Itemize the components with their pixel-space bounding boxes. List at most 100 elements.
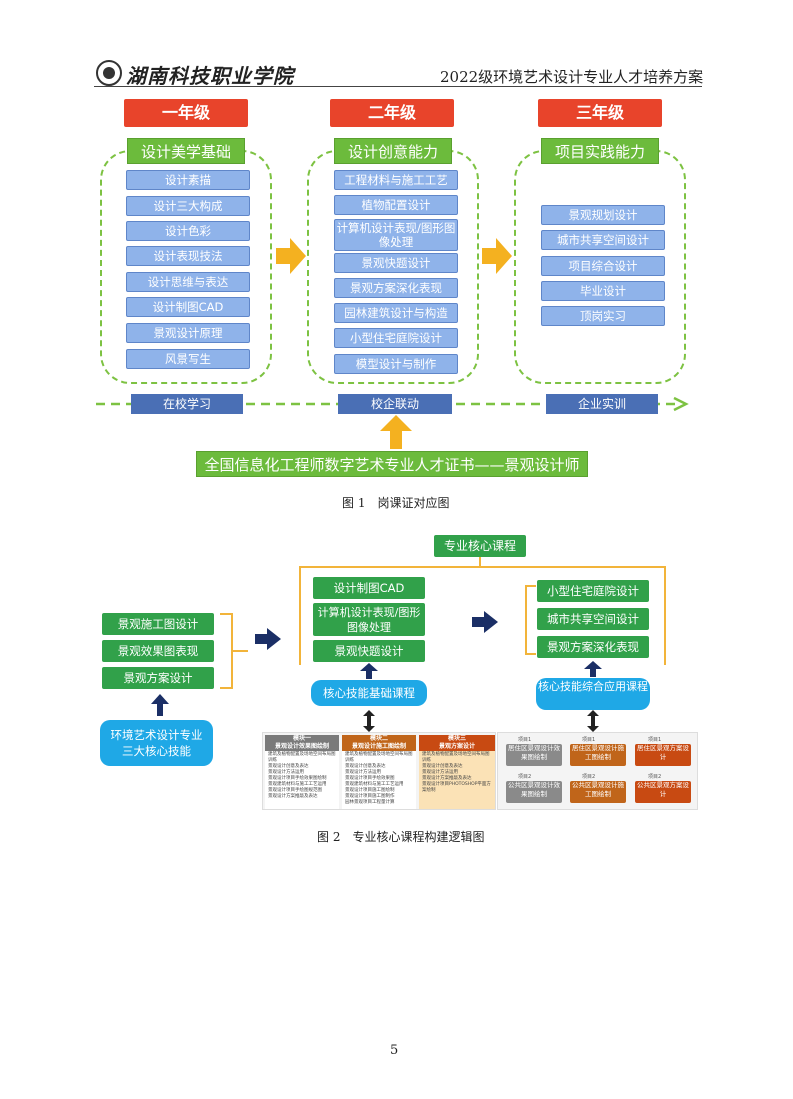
document-title: 2022级环境艺术设计专业人才培养方案 (440, 68, 704, 86)
skill-item: 景观施工图设计 (102, 613, 214, 635)
figure-2-caption: 图 2 专业核心课程构建逻辑图 (317, 830, 485, 844)
connector-lines (299, 557, 666, 665)
project-box: 公共区景观设计效果图绘制 (506, 781, 562, 803)
course-item: 园林建筑设计与构造 (334, 303, 458, 323)
arrow-up-icon (380, 415, 412, 449)
module-line: 景观设计方案推敲及表达 (422, 776, 472, 781)
year-2-label: 二年级 (330, 99, 454, 127)
stage-enterprise: 企业实训 (546, 394, 658, 414)
column-2-title: 设计创意能力 (334, 138, 452, 164)
course-item: 设计素描 (126, 170, 250, 190)
course-urban-space: 城市共享空间设计 (537, 608, 649, 630)
module-line: 景观设计项目手绘效果图 (345, 776, 395, 781)
module-line: 景观设计创意及表达 (268, 764, 309, 769)
course-item: 设计思维与表达 (126, 272, 250, 292)
bracket-right (525, 585, 536, 655)
course-item: 设计三大构成 (126, 196, 250, 216)
module-2: 模块二 景观设计施工图绘制 建筑及植物配置及场地空间布局图训练 景观设计创意及表… (342, 735, 416, 809)
module-subtitle: 景观设计效果图绘制 (265, 743, 339, 751)
module-lines: 建筑及植物配置及场地空间布局图训练 景观设计创意及表达 景观设计方法运用 景观设… (265, 751, 339, 801)
project-tag: 项目1 (648, 737, 662, 743)
page-number: 5 (390, 1043, 399, 1058)
basic-core-courses: 核心技能基础课程 (311, 680, 427, 706)
bracket-left (220, 613, 248, 689)
course-item: 景观设计原理 (126, 323, 250, 343)
module-line: 景观设计项目施工图绘制 (345, 788, 395, 793)
project-box: 居住区景观设计效果图绘制 (506, 744, 562, 766)
module-line: 景观设计方法运用 (422, 770, 458, 775)
header-divider (94, 86, 702, 87)
project-box: 公共区景观方案设计 (635, 781, 691, 803)
course-item: 顶岗实习 (541, 306, 665, 326)
module-line: 景观设计项目PHOTOSHOP平面方案绘制 (422, 782, 491, 793)
arrow-up-icon (360, 663, 378, 679)
course-item: 景观方案深化表现 (334, 278, 458, 298)
course-item: 城市共享空间设计 (541, 230, 665, 250)
arrow-right-icon (482, 238, 512, 274)
module-line: 景观设计项目手绘图规范图 (268, 788, 322, 793)
course-item: 景观快题设计 (334, 253, 458, 273)
project-tag: 项目2 (648, 774, 662, 780)
module-line: 景观设计方案推敲及表达 (268, 794, 318, 799)
course-item: 设计表现技法 (126, 246, 250, 266)
module-line: 景观设计方法运用 (345, 770, 381, 775)
course-item: 毕业设计 (541, 281, 665, 301)
double-arrow-icon (587, 710, 599, 732)
core-courses-title: 专业核心课程 (434, 535, 526, 557)
arrow-up-icon (151, 694, 169, 716)
stage-school: 在校学习 (131, 394, 243, 414)
module-lines: 建筑及植物配置及场地空间布局图训练 景观设计创意及表达 景观设计方法运用 景观设… (342, 751, 416, 807)
module-1: 模块一 景观设计效果图绘制 建筑及植物配置及场地空间布局图训练 景观设计创意及表… (265, 735, 339, 809)
course-plan-deepening: 景观方案深化表现 (537, 636, 649, 658)
module-line: 建筑及植物配置及场地空间布局图训练 (268, 752, 336, 763)
module-line: 建筑及植物配置及场地空间布局图训练 (345, 752, 413, 763)
module-line: 景观建筑材料与施工工艺运用 (268, 782, 327, 787)
course-item: 模型设计与制作 (334, 354, 458, 374)
module-line: 景观设计创意及表达 (345, 764, 386, 769)
course-cad: 设计制图CAD (313, 577, 425, 599)
module-name: 模块一 (265, 735, 339, 743)
arrow-right-icon (276, 238, 306, 274)
project-box: 居住区景观设计施工图绘制 (570, 744, 626, 766)
year-3-label: 三年级 (538, 99, 662, 127)
certificate-bar: 全国信息化工程师数字艺术专业人才证书——景观设计师 (196, 451, 588, 477)
project-tag: 项目2 (518, 774, 532, 780)
double-arrow-icon (363, 710, 375, 732)
course-small-garden: 小型住宅庭院设计 (537, 580, 649, 602)
module-name: 模块三 (419, 735, 495, 743)
module-3: 模块三 景观方案设计 建筑及植物配置及场地空间布局图训练 景观设计创意及表达 景… (419, 735, 495, 809)
modules-panel: 模块一 景观设计效果图绘制 建筑及植物配置及场地空间布局图训练 景观设计创意及表… (262, 732, 496, 810)
stage-school-enterprise: 校企联动 (338, 394, 452, 414)
project-tag: 项目1 (582, 737, 596, 743)
course-item: 景观规划设计 (541, 205, 665, 225)
module-lines: 建筑及植物配置及场地空间布局图训练 景观设计创意及表达 景观设计方法运用 景观设… (419, 751, 495, 795)
course-item: 小型住宅庭院设计 (334, 328, 458, 348)
module-line: 景观设计创意及表达 (422, 764, 463, 769)
course-item: 风景写生 (126, 349, 250, 369)
project-tag: 项目1 (518, 737, 532, 743)
course-item: 工程材料与施工工艺 (334, 170, 458, 190)
column-1-title: 设计美学基础 (127, 138, 245, 164)
arrow-up-icon (584, 661, 602, 677)
skill-item: 景观效果图表现 (102, 640, 214, 662)
applied-core-courses: 核心技能综合应用课程 (536, 678, 650, 710)
year-1-label: 一年级 (124, 99, 248, 127)
arrow-right-icon (255, 628, 281, 650)
arrow-right-icon (472, 611, 498, 633)
project-box: 公共区景观设计施工图绘制 (570, 781, 626, 803)
project-tag: 项目2 (582, 774, 596, 780)
module-subtitle: 景观方案设计 (419, 743, 495, 751)
project-box: 居住区景观方案设计 (635, 744, 691, 766)
module-line: 园林景观项目工程量计算 (345, 800, 395, 805)
course-item: 设计制图CAD (126, 297, 250, 317)
module-line: 景观建筑材料与施工工艺运用 (345, 782, 404, 787)
school-logo (96, 60, 122, 86)
course-item: 计算机设计表现/图形图像处理 (334, 219, 458, 251)
course-sketch-design: 景观快题设计 (313, 640, 425, 662)
figure-1-caption: 图 1 岗课证对应图 (342, 496, 450, 510)
module-line: 景观设计方法运用 (268, 770, 304, 775)
column-3-title: 项目实践能力 (541, 138, 659, 164)
skill-item: 景观方案设计 (102, 667, 214, 689)
module-name: 模块二 (342, 735, 416, 743)
course-item: 植物配置设计 (334, 195, 458, 215)
